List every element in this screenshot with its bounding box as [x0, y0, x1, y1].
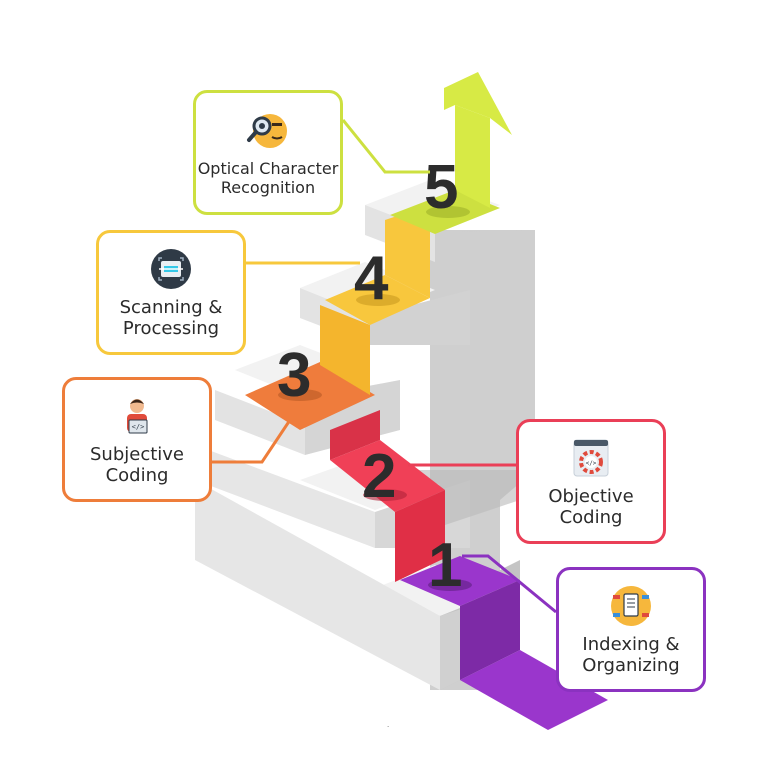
step4-right	[370, 290, 470, 345]
label-line-1: Subjective	[89, 443, 185, 465]
step2-left	[195, 445, 375, 548]
scanner-chip-icon	[151, 248, 191, 289]
connector-lines	[212, 119, 557, 614]
label-line-1: Indexing &	[582, 633, 680, 655]
path-step1-floor	[460, 650, 608, 730]
step-number-3: 3	[277, 341, 311, 410]
card-scanning-processing: Scanning & Processing	[96, 230, 246, 355]
path-step4-riser	[320, 305, 370, 395]
label-line-2: Recognition	[220, 177, 316, 197]
connector-5	[341, 119, 430, 174]
step5-right	[435, 230, 535, 262]
path-step4-riser2	[385, 205, 430, 298]
label-line-2: Processing	[122, 317, 220, 339]
step-number-5: 5	[424, 153, 458, 222]
path-step5-shaft	[455, 105, 490, 208]
step-numbers: 5 4 3 2 1	[277, 153, 472, 600]
step-number-1: 1	[428, 531, 462, 600]
path-step2-top	[330, 440, 445, 512]
card-label-objective: Objective Coding	[548, 486, 633, 528]
label-line-1: Scanning &	[119, 296, 223, 318]
step-number-2: 2	[362, 442, 396, 511]
step3-left	[215, 390, 305, 455]
label-line-2: Coding	[559, 506, 623, 528]
step1-left	[195, 480, 440, 690]
card-objective-coding: </> Objective Coding	[516, 419, 666, 544]
document-flow-icon	[611, 585, 651, 626]
coder-person-laptop-icon: </>	[127, 398, 148, 433]
card-indexing-organizing: Indexing & Organizing	[556, 567, 706, 692]
step-number-4: 4	[354, 244, 389, 313]
magnifier-face-icon	[247, 113, 287, 148]
label-line-1: Objective	[548, 485, 634, 507]
card-subjective-coding: </> Subjective Coding	[62, 377, 212, 502]
card-label-scanning: Scanning & Processing	[120, 297, 223, 339]
connector-3	[212, 419, 292, 464]
path-step1-riser	[460, 580, 520, 680]
path-step2-riser	[395, 490, 445, 582]
label-line-2: Organizing	[582, 654, 680, 676]
card-label-indexing: Indexing & Organizing	[582, 634, 679, 676]
label-line-1: Optical Character	[197, 158, 339, 178]
label-line-2: Coding	[105, 464, 169, 486]
up-arrow-head	[444, 72, 512, 135]
card-label-ocr: Optical Character Recognition	[198, 159, 339, 197]
card-label-subjective: Subjective Coding	[90, 444, 184, 486]
code-gear-window-icon: </>	[573, 439, 609, 476]
connector-1	[462, 554, 557, 614]
dot: .	[387, 720, 389, 729]
svg-text:</>: </>	[132, 423, 145, 431]
path-step2-riser-back	[330, 410, 380, 460]
svg-text:</>: </>	[586, 460, 597, 467]
card-optical-character-recognition: Optical Character Recognition	[193, 90, 343, 215]
